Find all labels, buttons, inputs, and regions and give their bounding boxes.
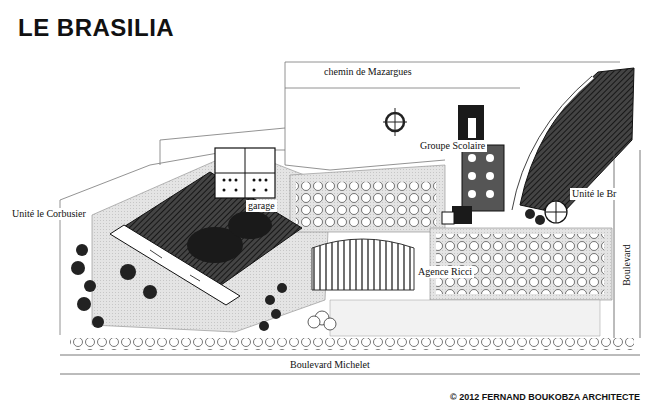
road-name: chemin de Mazargues [322, 66, 414, 78]
building-name: garage [246, 200, 277, 212]
school-buildings [442, 105, 504, 224]
compass-rose [383, 108, 407, 136]
agence-building [308, 239, 414, 330]
tree-row [70, 338, 634, 350]
boulevard-michelet [60, 338, 640, 374]
building [452, 206, 472, 224]
tree [324, 318, 336, 330]
tree [525, 209, 535, 219]
road-edge [640, 150, 641, 338]
road-edge [60, 374, 640, 375]
unite-br-building [512, 68, 634, 225]
tree [535, 215, 545, 225]
building-name: Unité le Br [570, 188, 618, 200]
square-building [215, 148, 275, 198]
building [442, 212, 454, 224]
road-edge [60, 355, 640, 356]
building-dots [223, 179, 268, 192]
building-detail [150, 250, 162, 258]
parcel-edge [60, 200, 61, 335]
tree-grid [296, 182, 436, 227]
parcel-edge [285, 62, 330, 170]
tree-grid [436, 234, 604, 294]
road-edge [614, 150, 615, 338]
building-name: Unité le Corbusier [10, 208, 88, 220]
road-name: Boulevard Michelet [288, 359, 372, 371]
building [458, 105, 484, 145]
building-detail [215, 173, 275, 174]
right-boulevard [614, 150, 640, 338]
round-building [545, 201, 567, 223]
road-edge [285, 88, 520, 89]
left-trees [71, 244, 287, 331]
tree-clump [228, 211, 272, 239]
building [312, 239, 414, 290]
building-name: Groupe Scolaire [418, 140, 487, 152]
copyright-caption: © 2012 FERNAND BOUKOBZA ARCHITECTE [450, 392, 640, 402]
ground-area [430, 228, 612, 300]
ground-area [290, 165, 445, 232]
tree [308, 316, 320, 328]
building [462, 145, 504, 211]
page-title: LE BRASILIA [18, 14, 174, 42]
building [215, 148, 275, 198]
building-detail [468, 118, 476, 138]
building-dots [468, 154, 494, 198]
road-edge [285, 62, 620, 63]
building-detail [190, 275, 200, 281]
road-name: Boulevard [621, 242, 633, 288]
ground-area [330, 300, 600, 336]
building-detail [556, 201, 557, 223]
building-name: Agence Ricci [416, 266, 474, 278]
